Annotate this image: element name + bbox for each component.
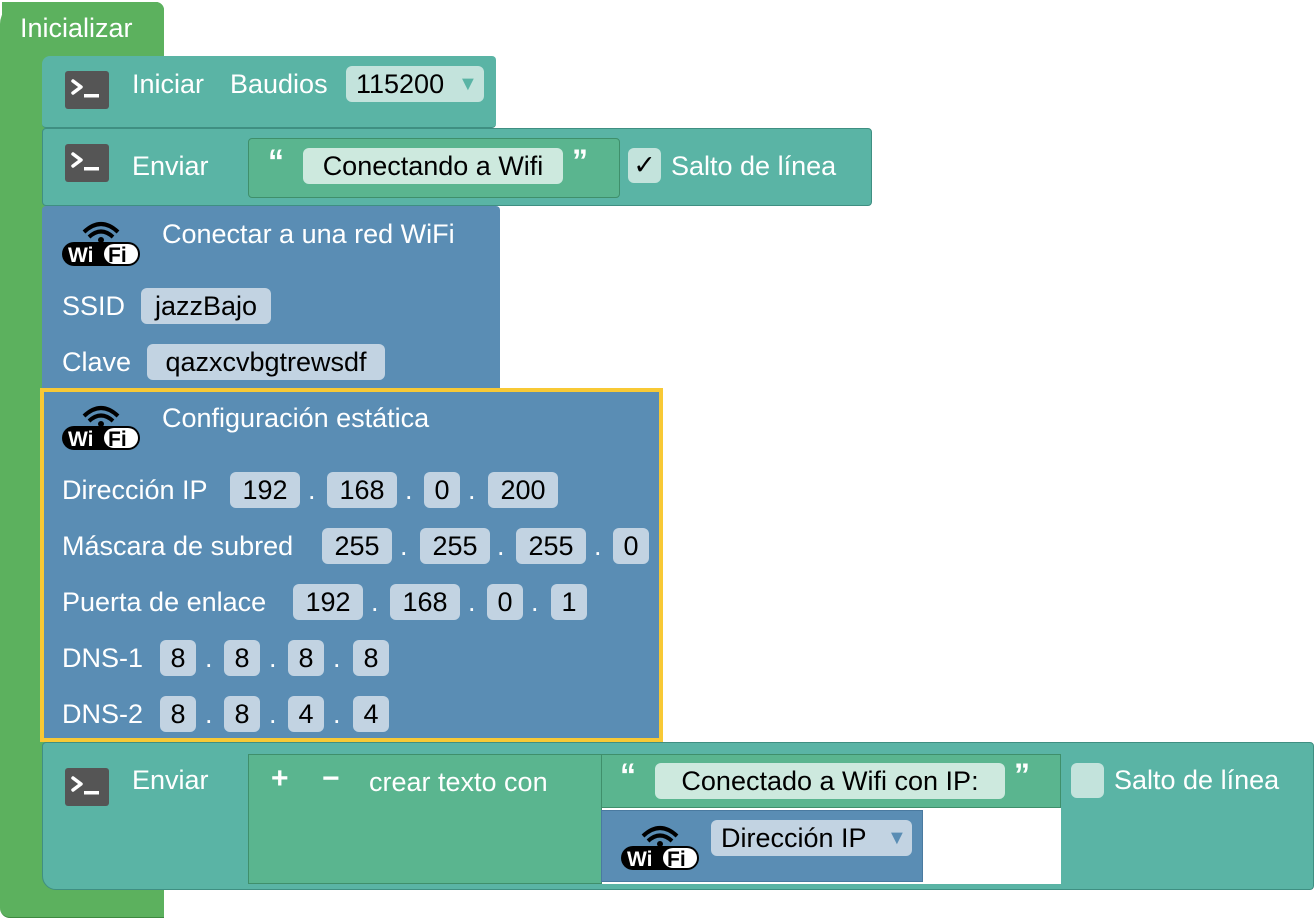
serial-print-label: Enviar xyxy=(132,765,209,795)
octet-separator: . xyxy=(205,643,213,673)
create-text-label: crear texto con xyxy=(369,767,548,797)
dns2-octet-3[interactable]: 4 xyxy=(288,696,324,732)
subnet-octet-4[interactable]: 0 xyxy=(613,528,649,564)
octet-separator: . xyxy=(531,587,539,617)
dns1-octet-1[interactable]: 8 xyxy=(160,640,196,676)
init-block-header xyxy=(2,2,164,54)
octet-separator: . xyxy=(308,475,316,505)
dropdown-arrow-icon: ▼ xyxy=(887,827,907,849)
wifi-logo-icon: Wi Fi xyxy=(62,406,140,451)
wifi-logo-icon: Wi Fi xyxy=(62,222,140,267)
init-block-label: Inicializar xyxy=(20,13,133,43)
terminal-icon xyxy=(65,71,109,109)
key-label: Clave xyxy=(62,347,132,377)
terminal-icon xyxy=(65,768,109,806)
gateway-octet-4[interactable]: 1 xyxy=(551,584,587,620)
open-quote-icon: “ xyxy=(268,143,284,179)
wifi-logo-icon: Wi Fi xyxy=(621,826,699,871)
subnet-octet-2[interactable]: 255 xyxy=(420,528,490,564)
ip-row-label: Dirección IP xyxy=(62,475,208,505)
serial-print-label: Enviar xyxy=(132,151,209,181)
octet-separator: . xyxy=(497,531,505,561)
dns2-octet-1[interactable]: 8 xyxy=(160,696,196,732)
baud-value: 115200 xyxy=(356,69,445,99)
dns1-row-label: DNS-1 xyxy=(62,643,144,673)
octet-separator: . xyxy=(333,643,341,673)
ssid-field[interactable]: jazzBajo xyxy=(141,288,271,324)
octet-separator: . xyxy=(333,699,341,729)
gateway-octet-1[interactable]: 192 xyxy=(293,584,363,620)
wifi-connect-title: Conectar a una red WiFi xyxy=(162,219,455,249)
close-quote-icon: ” xyxy=(572,143,588,179)
gateway-octet-2[interactable]: 168 xyxy=(390,584,460,620)
dns1-octet-4[interactable]: 8 xyxy=(353,640,389,676)
octet-separator: . xyxy=(400,531,408,561)
svg-text:Fi: Fi xyxy=(108,428,127,451)
dns2-octet-4[interactable]: 4 xyxy=(353,696,389,732)
baud-label: Baudios xyxy=(230,69,328,99)
ip-type-dropdown[interactable]: Dirección IP ▼ xyxy=(711,820,912,856)
svg-text:Fi: Fi xyxy=(667,848,686,871)
ssid-label: SSID xyxy=(62,291,126,321)
octet-separator: . xyxy=(594,531,602,561)
plus-icon[interactable]: + xyxy=(271,762,289,795)
newline-label: Salto de línea xyxy=(1114,765,1280,795)
dns2-row-label: DNS-2 xyxy=(62,699,144,729)
newline-checkbox[interactable]: ✓ xyxy=(628,148,661,183)
svg-text:Wi: Wi xyxy=(68,244,93,267)
baud-dropdown[interactable]: 115200 ▼ xyxy=(346,66,484,102)
key-field[interactable]: qazxcvbgtrewsdf xyxy=(147,344,385,380)
dns1-octet-2[interactable]: 8 xyxy=(224,640,260,676)
subnet-octet-1[interactable]: 255 xyxy=(322,528,392,564)
dns1-octet-3[interactable]: 8 xyxy=(288,640,324,676)
ip-octet-2[interactable]: 168 xyxy=(327,472,397,508)
subnet-octet-3[interactable]: 255 xyxy=(516,528,586,564)
gateway-octet-3[interactable]: 0 xyxy=(487,584,523,620)
newline-label: Salto de línea xyxy=(671,151,837,181)
text-value-field[interactable]: Conectado a Wifi con IP: xyxy=(655,763,1005,799)
octet-separator: . xyxy=(371,587,379,617)
ip-octet-3[interactable]: 0 xyxy=(424,472,460,508)
static-config-block[interactable] xyxy=(40,388,663,742)
svg-text:Fi: Fi xyxy=(108,244,127,267)
dropdown-arrow-icon: ▼ xyxy=(458,73,478,95)
terminal-icon xyxy=(65,144,109,182)
ip-octet-4[interactable]: 200 xyxy=(488,472,558,508)
dns2-octet-2[interactable]: 8 xyxy=(224,696,260,732)
ip-octet-1[interactable]: 192 xyxy=(230,472,300,508)
octet-separator: . xyxy=(205,699,213,729)
svg-text:Wi: Wi xyxy=(68,428,93,451)
octet-separator: . xyxy=(269,699,277,729)
serial-begin-label: Iniciar xyxy=(132,69,205,99)
octet-separator: . xyxy=(269,643,277,673)
text-value-field[interactable]: Conectando a Wifi xyxy=(303,148,563,184)
svg-text:Wi: Wi xyxy=(627,848,652,871)
newline-checkbox[interactable] xyxy=(1071,763,1104,798)
open-quote-icon: “ xyxy=(620,757,636,793)
octet-separator: . xyxy=(468,475,476,505)
static-config-title: Configuración estática xyxy=(162,403,430,433)
gateway-row-label: Puerta de enlace xyxy=(62,587,267,617)
close-quote-icon: ” xyxy=(1014,757,1030,793)
octet-separator: . xyxy=(468,587,476,617)
minus-icon[interactable]: − xyxy=(322,762,340,795)
subnet-row-label: Máscara de subred xyxy=(62,531,294,561)
octet-separator: . xyxy=(405,475,413,505)
